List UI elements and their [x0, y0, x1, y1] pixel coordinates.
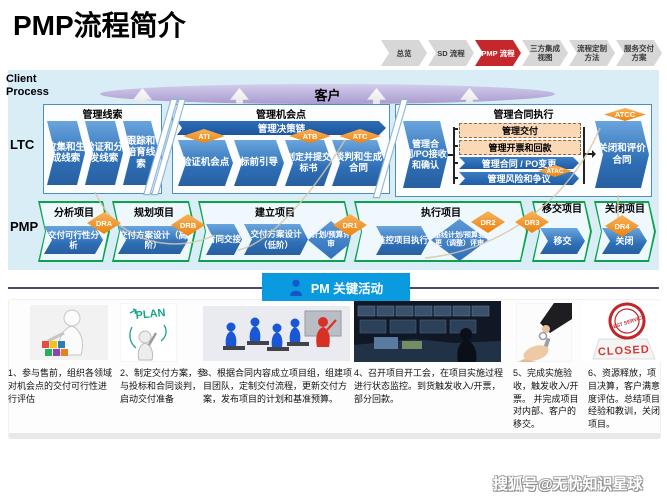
- ltc-step-negotiate-contract: 谈判和生成合同: [332, 140, 385, 186]
- section-title: 规划项目: [134, 208, 174, 219]
- photo-control-room: [354, 301, 501, 362]
- milestone-ati: ATI: [183, 129, 225, 143]
- row-label-pmp: PMP: [10, 219, 39, 234]
- row-label-client-process: Client Process: [6, 73, 49, 99]
- bracket-line: [453, 127, 455, 184]
- section-title: 移交项目: [542, 204, 582, 215]
- ltc-group-manage-opportunities: 管理机会点 管理决策链 验证机会点 标前引导 制定并提交标书 谈判和生成合同 A…: [172, 104, 390, 194]
- ltc-group-manage-contract-execution: 管理合同执行 管理合同/PO接收和确认 管理交付 管理开票和回款 管理合同 / …: [395, 104, 652, 197]
- nav-item-process-customization[interactable]: 流程定制 方法: [569, 40, 615, 66]
- ltc-step-collect-leads: 收集和生成线索: [47, 121, 85, 185]
- bracket-line: [453, 145, 458, 147]
- activity-caption-1: 1、参与售前，组织各领域对机会点的交付可行性进行评估: [8, 368, 113, 404]
- ltc-group-manage-leads: 管理线索 收集和生成线索 验证和分发线索 跟踪和培育线索: [43, 104, 162, 194]
- group-title: 管理线索: [82, 110, 123, 121]
- person-icon: [289, 279, 302, 296]
- photo-presales-evaluation: [30, 305, 108, 360]
- svg-text:CLOSED: CLOSED: [598, 344, 650, 359]
- activity-caption-5: 5、完成实施验收，触发收入/开票。 并完成项目对内部、客户的移交。: [513, 368, 579, 430]
- photo-project-team-training: [203, 306, 350, 361]
- ltc-step-close-evaluate-contract: 关闭和评价合同: [595, 121, 649, 188]
- ltc-step-validate-opportunity: 验证机会点: [178, 140, 233, 186]
- nav-item-overview[interactable]: 总览: [381, 40, 427, 66]
- arrowhead-right: [592, 150, 600, 158]
- pmp-section-analyze-project: 分析项目 交付可行性分析: [38, 201, 110, 262]
- ltc-step-pre-bid-guidance: 标前引导: [234, 140, 284, 186]
- group-title: 管理合同执行: [493, 110, 554, 121]
- section-title: 建立项目: [255, 208, 295, 219]
- row-label-ltc: LTC: [10, 137, 35, 152]
- section-title: 关闭项目: [605, 204, 645, 215]
- pm-key-activities-banner: PM 关键活动: [262, 273, 410, 301]
- nav-item-pmp-process[interactable]: PMP 流程: [475, 40, 521, 66]
- group-title: 管理机会点: [256, 110, 306, 121]
- nav-item-sd-process[interactable]: SD 流程: [428, 40, 474, 66]
- activity-caption-2: 2、制定交付方案，参与投标和合同谈判，启动交付准备: [120, 368, 207, 404]
- svg-text:PLAN: PLAN: [135, 307, 166, 322]
- ltc-step-validate-leads: 验证和分发线索: [85, 121, 123, 185]
- activity-caption-4: 4、召开项目开工会，在项目实施过程进行状态监控。到货触发收入/开票，部分回款。: [354, 368, 504, 404]
- bracket-line: [453, 128, 458, 130]
- page-title: PMP流程简介: [13, 10, 186, 41]
- pmp-step-solution-design-low: 交付方案设计（低阶）: [244, 224, 308, 255]
- pmp-step-delivery-feasibility: 交付可行性分析: [44, 226, 103, 254]
- photo-plan-sketch: PLAN: [120, 303, 177, 362]
- bracket-line: [583, 127, 585, 184]
- ltc-step-receive-contract-po: 管理合同/PO接收和确认: [403, 121, 448, 188]
- breadcrumb-nav: 总览 SD 流程 PMP 流程 三方集成 视图 流程定制 方法 服务交付 方案: [381, 40, 662, 66]
- photo-key-handover: [516, 303, 572, 362]
- activity-caption-3: 3、根据合同内容成立项目组，组建项目团队，定制交付流程，更新交付方案，发布项目的…: [203, 368, 353, 404]
- pmp-section-establish-project: 建立项目 合同交接 交付方案设计（低阶） 计划/预算评审: [198, 201, 352, 262]
- bracket-line: [453, 162, 458, 164]
- nav-item-service-delivery[interactable]: 服务交付 方案: [616, 40, 662, 66]
- milestone-dr4: DR4: [605, 215, 639, 237]
- activity-caption-6: 6、资源释放，项目决算，客户满意度评估。总结项目经验和教训，关闭项目。: [588, 368, 661, 430]
- track-manage-invoicing-collection: 管理开票和回款: [459, 140, 581, 155]
- section-title: 分析项目: [54, 208, 94, 219]
- photo-closed-stamp: CLOSED BEST SERVICE: [581, 301, 662, 362]
- bracket-line: [453, 177, 458, 179]
- pmp-section-handover-project: 移交项目 移交: [532, 201, 592, 262]
- milestone-atb: ATB: [289, 129, 331, 143]
- nav-item-integration-view[interactable]: 三方集成 视图: [522, 40, 568, 66]
- ltc-step-prepare-bid: 制定并提交标书: [285, 140, 332, 186]
- pmp-section-execute-project: 执行项目 监控项目执行 基线计划/预算变更（调整）评审: [354, 201, 528, 262]
- decision-chain-bar: 管理决策链: [177, 121, 386, 135]
- track-manage-delivery: 管理交付: [459, 123, 581, 138]
- banner-label: PM 关键活动: [310, 281, 384, 296]
- pmp-step-solution-design-high: 交付方案设计（高阶）: [118, 226, 188, 254]
- milestone-atc: ATC: [339, 129, 381, 143]
- pmp-step-monitor-execution: 监控项目执行: [376, 226, 429, 255]
- watermark: 搜狐号@无忧知识星球: [493, 476, 643, 493]
- customer-band: 客户: [100, 84, 555, 104]
- milestone-atcc: ATCC: [604, 108, 646, 121]
- section-title: 执行项目: [421, 208, 461, 219]
- bracket-line: [448, 154, 454, 156]
